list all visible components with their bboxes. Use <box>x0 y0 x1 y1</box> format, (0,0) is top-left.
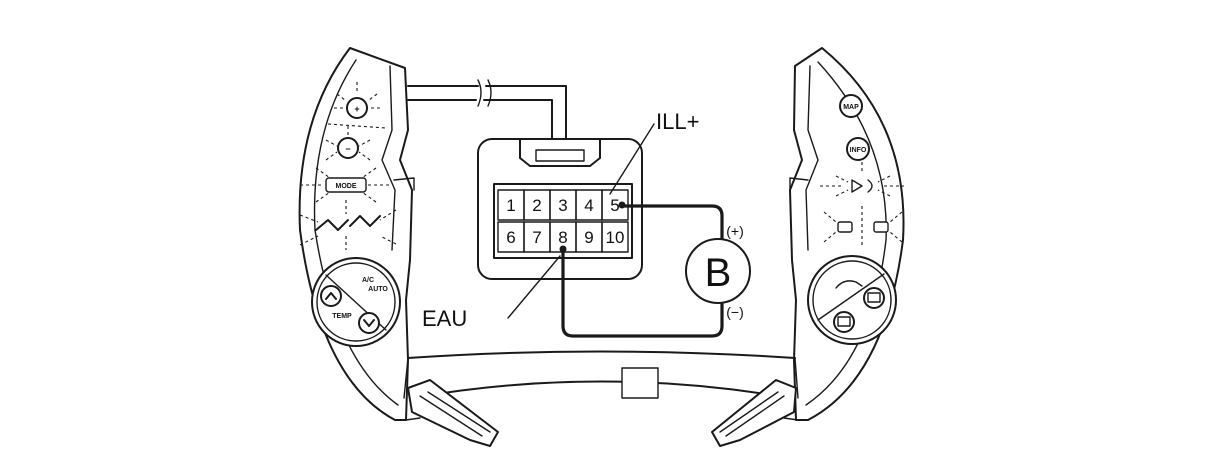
chevron-up-icon <box>325 292 337 300</box>
front-defog-button <box>833 311 855 333</box>
wire-harness <box>407 79 567 141</box>
battery-symbol: B (+) (−) <box>685 223 751 320</box>
pin-number: 7 <box>532 228 541 247</box>
measurement-wires <box>559 201 724 338</box>
climate-control-dial: A/C AUTO TEMP <box>311 257 401 347</box>
seek-arrows <box>299 200 397 250</box>
battery-label: B <box>705 251 732 295</box>
steering-wheel-spoke <box>403 350 799 399</box>
pin-number: 3 <box>558 196 567 215</box>
temp-up-button <box>320 285 342 307</box>
right-paddle <box>711 379 799 447</box>
pin-number: 1 <box>506 196 515 215</box>
chevron-down-icon <box>363 319 375 327</box>
callouts: ILL+ EAU <box>422 109 699 331</box>
minus-label: − <box>345 144 350 154</box>
pin-number: 5 <box>610 196 619 215</box>
left-paddle <box>405 379 499 447</box>
temp-down-button <box>358 312 380 334</box>
pin-number: 2 <box>532 196 541 215</box>
rear-defog-button <box>863 287 885 309</box>
pin-number: 6 <box>506 228 515 247</box>
map-label: MAP <box>843 104 859 111</box>
right-steering-switch: MAP INFO <box>711 47 905 447</box>
pin-8-probe-point <box>559 245 567 253</box>
recirculation-icon <box>835 280 863 289</box>
ac-label: A/C <box>362 277 374 284</box>
voice-talk-button <box>820 162 904 197</box>
info-label: INFO <box>850 147 867 154</box>
map-button: MAP <box>839 94 863 118</box>
pin-number: 9 <box>584 228 593 247</box>
pin-5-probe-point <box>618 201 626 209</box>
minus-button: − <box>325 126 371 161</box>
info-button: INFO <box>846 137 870 161</box>
pin-number: 10 <box>606 228 625 247</box>
pin-cell <box>601 221 629 253</box>
phone-buttons <box>823 206 903 246</box>
plus-terminal-label: (+) <box>726 223 744 239</box>
temp-label: TEMP <box>332 313 352 320</box>
phone-on-icon <box>837 221 853 233</box>
mode-label: MODE <box>336 183 357 190</box>
negative-wire <box>561 246 724 338</box>
positive-wire <box>620 204 724 247</box>
minus-terminal-label: (−) <box>726 304 744 320</box>
plus-button: + <box>334 82 380 119</box>
front-defog-icon <box>837 316 851 327</box>
plus-label: + <box>354 104 359 114</box>
ill-plus-label: ILL+ <box>656 109 699 134</box>
eau-label: EAU <box>422 306 467 331</box>
auto-label: AUTO <box>368 286 388 293</box>
rear-defog-icon <box>867 292 881 303</box>
pin-number: 8 <box>558 228 567 247</box>
mode-button: MODE <box>300 167 392 203</box>
defog-dial <box>807 255 897 345</box>
pin-number: 4 <box>584 196 593 215</box>
phone-off-icon <box>873 221 889 233</box>
left-steering-switch: + − MODE A/C AUTO TEM <box>298 47 499 447</box>
